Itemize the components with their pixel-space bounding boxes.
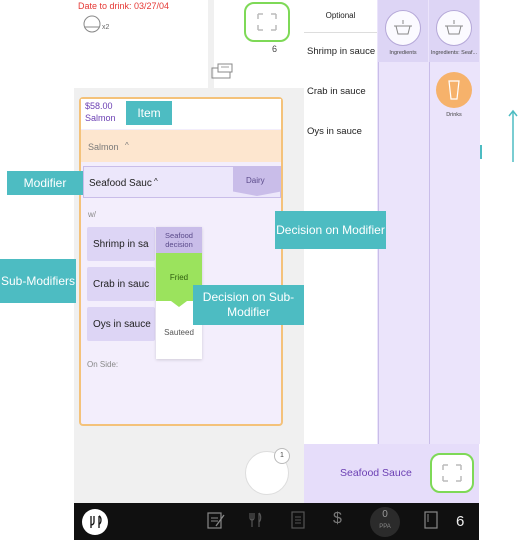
fork-knife-icon[interactable]: [246, 510, 266, 530]
item-header: [81, 99, 281, 129]
sub-modifier-label: Shrimp in sa: [93, 239, 149, 250]
arrow-up-icon: [508, 109, 518, 162]
on-side-label: On Side:: [87, 360, 119, 369]
category-column: [378, 0, 429, 444]
chevron-up-icon: ^: [154, 177, 158, 186]
optional-title: Optional: [325, 11, 356, 20]
category-label: Ingredients: [389, 50, 417, 56]
chevron-up-icon: ^: [125, 141, 129, 150]
seat-count: x2: [102, 24, 110, 31]
utensils-icon: [90, 515, 102, 528]
seat-icon: [83, 15, 101, 33]
optional-item[interactable]: Crab in sauce: [307, 86, 366, 97]
sub-modifier-shrimp[interactable]: [87, 227, 155, 261]
drinks-category[interactable]: [436, 72, 472, 108]
edit-note-icon[interactable]: [206, 510, 226, 530]
check-count: 6: [456, 513, 465, 530]
selected-pointer: [171, 301, 187, 307]
callout-sub-modifiers: Sub-Modifiers: [0, 259, 76, 303]
callout-modifier: Modifier: [7, 171, 83, 195]
printer-icon[interactable]: [210, 62, 234, 80]
expand-button[interactable]: [244, 2, 290, 42]
bookmark-icon[interactable]: [422, 510, 440, 530]
category-label: Ingredients: Seaf...: [430, 50, 478, 56]
decision-option-sauteed[interactable]: Sauteed: [164, 328, 194, 337]
decision-header: [156, 227, 202, 253]
guest-count-badge: 1: [274, 448, 290, 464]
receipt-icon[interactable]: [288, 510, 308, 530]
sub-modifier-label: Crab in sauc: [93, 279, 150, 290]
ppa-label: PPA: [379, 524, 391, 530]
date-to-drink: Date to drink: 03/27/04: [78, 1, 170, 11]
sub-modifier-label: Oys in sauce: [93, 319, 151, 330]
dairy-tag: [233, 166, 281, 196]
table-number: 6: [272, 44, 278, 54]
sub-modifier-crab[interactable]: [87, 267, 155, 301]
pot-icon: [385, 10, 421, 46]
item-price: $58.00: [85, 101, 113, 111]
expand-button[interactable]: [430, 453, 474, 493]
category-column: [429, 0, 480, 444]
optional-item[interactable]: Shrimp in sauce: [307, 46, 376, 57]
modifier-footer-title: Seafood Sauce: [340, 467, 412, 479]
with-label: w/: [88, 210, 96, 219]
item-group-label: Salmon: [88, 142, 119, 152]
decision-header-label: Seafood decision: [165, 231, 193, 249]
sub-modifier-oys[interactable]: [87, 307, 155, 341]
item-name: Salmon: [85, 113, 116, 123]
ppa-button[interactable]: [370, 507, 400, 537]
home-logo-button[interactable]: [82, 509, 108, 535]
bottom-toolbar: [74, 503, 479, 540]
dollar-icon[interactable]: $: [333, 510, 342, 527]
ppa-value: 0: [382, 509, 388, 520]
callout-item: Item: [126, 101, 172, 125]
drinks-label: Drinks: [446, 112, 462, 118]
optional-header: [304, 0, 377, 33]
pot-icon: [436, 10, 472, 46]
dairy-tag-label: Dairy: [246, 176, 265, 185]
decision-option-label: Fried: [169, 273, 189, 282]
item-group-row[interactable]: [81, 130, 281, 162]
modifier-label: Seafood Sauc: [89, 178, 152, 189]
callout-decision-on-modifier: Decision on Modifier: [275, 211, 386, 249]
scroll-indicator: [480, 145, 482, 159]
expand-icon: [257, 13, 277, 31]
previous-item-card[interactable]: [74, 0, 208, 88]
expand-icon: [442, 464, 462, 482]
optional-item[interactable]: Oys in sauce: [307, 126, 362, 137]
glass-icon: [448, 80, 460, 100]
callout-decision-on-sub-modifier: Decision on Sub-Modifier: [193, 285, 304, 325]
